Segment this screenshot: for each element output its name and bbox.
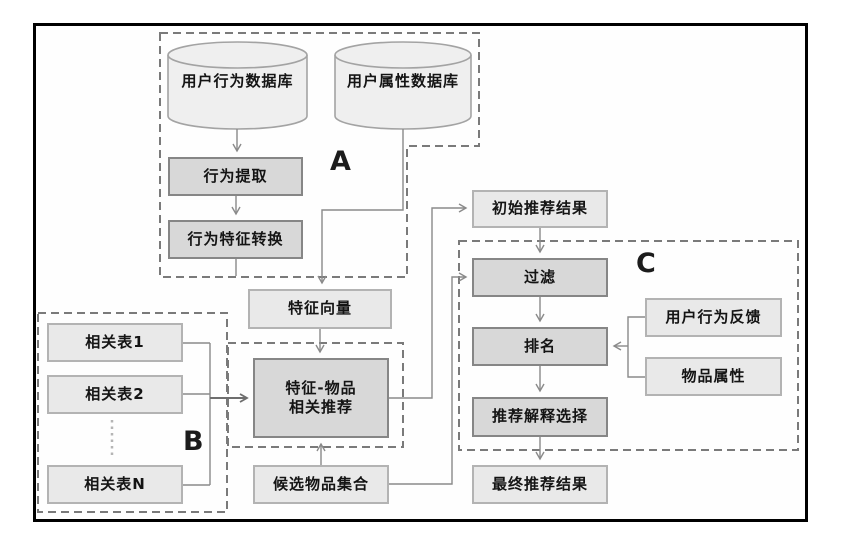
node-candidate-items: 候选物品集合 (253, 465, 389, 504)
node-label: 候选物品集合 (272, 474, 369, 493)
node-label: 用户行为反馈 (665, 307, 762, 326)
group-b-label: B (183, 426, 204, 457)
node-behavior-extraction: 行为提取 (168, 157, 303, 196)
node-label: 相关表1 (85, 332, 145, 351)
node-filter: 过滤 (472, 258, 608, 297)
node-feature-vector: 特征向量 (248, 289, 392, 329)
node-label-line2: 相关推荐 (288, 398, 353, 416)
node-feature-item-rec: 特征-物品 相关推荐 (253, 358, 389, 438)
group-a-outline (159, 32, 480, 278)
node-label: 过滤 (523, 267, 556, 286)
node-label: 相关表2 (85, 384, 145, 403)
node-label: 用户属性数据库 (346, 72, 459, 91)
node-label: 物品属性 (681, 366, 746, 385)
node-label: 相关表N (84, 474, 146, 493)
node-initial-results: 初始推荐结果 (472, 190, 608, 228)
node-related-table-n: 相关表N (47, 465, 183, 504)
node-label: 行为提取 (203, 166, 268, 185)
group-c-label: C (636, 248, 656, 279)
diagram-connectors (110, 129, 645, 486)
node-related-table-2: 相关表2 (47, 375, 183, 414)
feature-item-outline (227, 342, 404, 448)
node-label: 用户行为数据库 (181, 72, 294, 91)
node-related-table-1: 相关表1 (47, 323, 183, 362)
node-label-line1: 特征-物品 (285, 378, 357, 397)
node-ranking: 排名 (472, 327, 608, 366)
node-label: 特征向量 (287, 299, 352, 318)
node-label: 推荐解释选择 (491, 407, 588, 426)
node-behavior-feature-conversion: 行为特征转换 (168, 220, 303, 259)
node-user-attribute-db: 用户属性数据库 (335, 70, 471, 94)
node-user-feedback: 用户行为反馈 (645, 298, 782, 337)
node-label: 行为特征转换 (187, 229, 284, 248)
user-attribute-db-cylinder (334, 41, 472, 130)
group-c-outline (458, 240, 799, 451)
node-item-attributes: 物品属性 (645, 357, 782, 396)
node-final-results: 最终推荐结果 (472, 465, 608, 504)
node-user-behavior-db: 用户行为数据库 (168, 70, 307, 94)
node-explanation-selection: 推荐解释选择 (472, 397, 608, 437)
node-label: 最终推荐结果 (491, 474, 588, 493)
node-label: 排名 (523, 336, 556, 355)
node-label: 初始推荐结果 (491, 199, 588, 218)
group-a-label: A (330, 146, 351, 177)
